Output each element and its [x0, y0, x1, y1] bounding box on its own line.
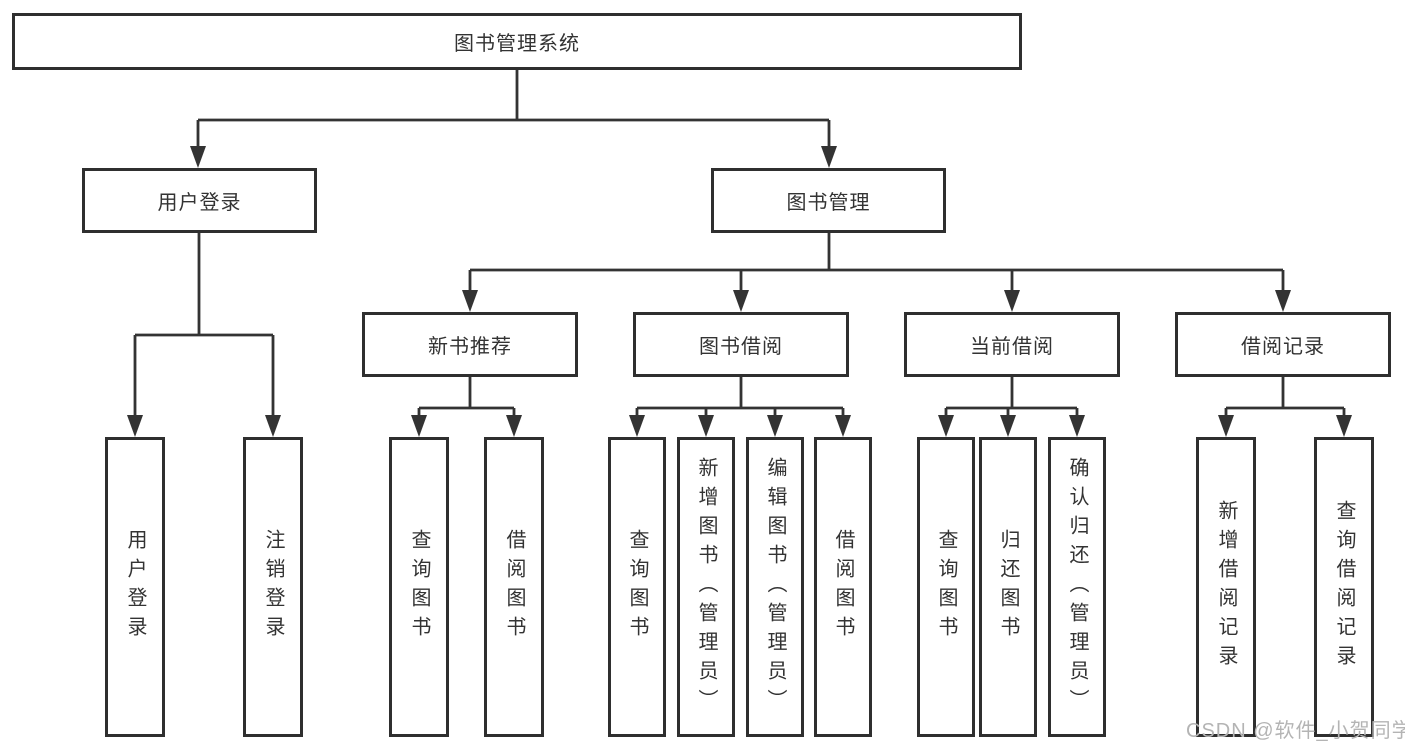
node-book-management-label: 图书管理	[786, 192, 871, 214]
leaf-query-book-1-label: 查询图书	[408, 529, 430, 645]
leaf-query-book-3-label: 查询图书	[935, 529, 957, 645]
node-book-borrow: 图书借阅	[633, 312, 849, 377]
leaf-borrow-book-1-label: 借阅图书	[503, 529, 525, 645]
node-book-borrow-label: 图书借阅	[699, 336, 783, 358]
node-current-borrow-label: 当前借阅	[970, 336, 1054, 358]
node-library-management-system-label: 图书管理系统	[454, 33, 580, 55]
node-current-borrow: 当前借阅	[904, 312, 1120, 377]
leaf-user-login-label: 用户登录	[124, 529, 146, 645]
leaf-edit-book-admin: 编辑图书（管理员）	[746, 437, 804, 737]
node-new-book-recommend: 新书推荐	[362, 312, 578, 377]
leaf-borrow-book-2: 借阅图书	[814, 437, 872, 737]
leaf-logout: 注销登录	[243, 437, 303, 737]
leaf-query-borrow-record: 查询借阅记录	[1314, 437, 1374, 737]
node-user-login: 用户登录	[82, 168, 317, 233]
leaf-query-book-3: 查询图书	[917, 437, 975, 737]
leaf-edit-book-admin-label: 编辑图书（管理员）	[764, 456, 786, 718]
leaf-query-borrow-record-label: 查询借阅记录	[1333, 500, 1355, 674]
leaf-add-book-admin-label: 新增图书（管理员）	[695, 456, 717, 718]
node-borrow-record-label: 借阅记录	[1241, 336, 1325, 358]
leaf-return-book: 归还图书	[979, 437, 1037, 737]
leaf-add-borrow-record-label: 新增借阅记录	[1215, 500, 1237, 674]
node-user-login-label: 用户登录	[157, 192, 242, 214]
leaf-query-book-2-label: 查询图书	[626, 529, 648, 645]
node-library-management-system: 图书管理系统	[12, 13, 1022, 70]
leaf-add-book-admin: 新增图书（管理员）	[677, 437, 735, 737]
leaf-confirm-return-admin-label: 确认归还（管理员）	[1066, 456, 1088, 718]
leaf-logout-label: 注销登录	[262, 529, 284, 645]
leaf-add-borrow-record: 新增借阅记录	[1196, 437, 1256, 737]
leaf-borrow-book-2-label: 借阅图书	[832, 529, 854, 645]
node-borrow-record: 借阅记录	[1175, 312, 1391, 377]
node-new-book-recommend-label: 新书推荐	[428, 336, 512, 358]
leaf-confirm-return-admin: 确认归还（管理员）	[1048, 437, 1106, 737]
leaf-query-book-2: 查询图书	[608, 437, 666, 737]
node-book-management: 图书管理	[711, 168, 946, 233]
leaf-query-book-1: 查询图书	[389, 437, 449, 737]
leaf-user-login: 用户登录	[105, 437, 165, 737]
csdn-watermark: CSDN @软件_小贺同学	[1186, 720, 1405, 742]
leaf-return-book-label: 归还图书	[997, 529, 1019, 645]
leaf-borrow-book-1: 借阅图书	[484, 437, 544, 737]
